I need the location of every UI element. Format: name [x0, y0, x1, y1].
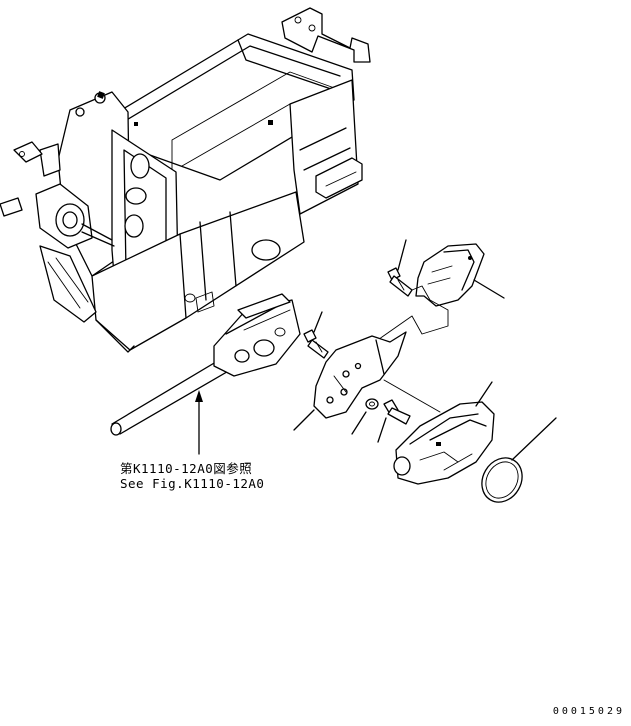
document-number: 00015029 [552, 706, 625, 717]
reference-note-en: See Fig.K1110-12A0 [120, 476, 265, 491]
lever-assembly [110, 293, 301, 436]
front-cover [393, 381, 495, 485]
reference-note-jp: 第K1110-12A0図参照 [120, 461, 253, 476]
washer [351, 398, 379, 435]
bolt-lower [377, 399, 411, 443]
upper-cover [415, 243, 505, 307]
reference-arrow [195, 390, 203, 455]
mounting-plate [293, 331, 407, 431]
bolt-left [303, 311, 329, 359]
lens-cap [481, 417, 557, 503]
bolt-upper [387, 239, 413, 297]
console-frame [0, 7, 371, 353]
